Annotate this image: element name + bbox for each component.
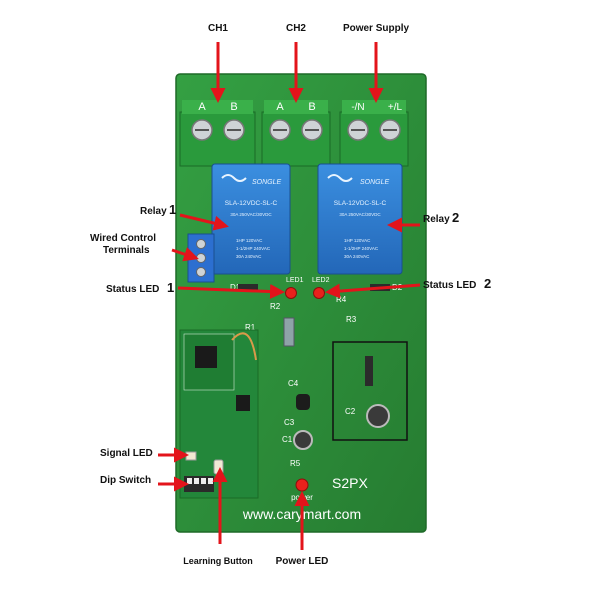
callout-signal-led: Signal LED	[100, 448, 153, 459]
callout-relay-2: Relay	[423, 214, 450, 225]
terminal-block-power	[339, 100, 409, 167]
capacitor-c2	[366, 404, 390, 428]
terminal-label-neg: -/N	[351, 102, 364, 113]
arrow-wired-control	[171, 247, 199, 262]
svg-text:SLA-12VDC-SL-C: SLA-12VDC-SL-C	[225, 200, 278, 207]
terminal-label-b1: B	[230, 101, 237, 113]
relay-2: SONGLE SLA-12VDC-SL-C 30A 250VAC/30VDC 1…	[317, 163, 403, 275]
resistor-r2	[283, 317, 295, 347]
callout-status-led-1-num: 1	[167, 280, 174, 295]
terminal-label-pos: +/L	[388, 102, 403, 113]
callout-status-led-1: Status LED	[106, 284, 159, 295]
capacitor-c1	[293, 430, 313, 450]
board-model: S2PX	[332, 475, 368, 491]
arrow-status-led-2	[325, 283, 421, 299]
power-led	[295, 478, 309, 492]
callout-power-supply: Power Supply	[343, 23, 410, 34]
label-c1: C1	[282, 435, 293, 444]
terminal-label-a1: A	[198, 101, 206, 113]
label-d1: D1	[230, 283, 241, 292]
terminal-block-ch2	[261, 100, 331, 167]
svg-text:SLA-12VDC-SL-C: SLA-12VDC-SL-C	[334, 200, 387, 207]
label-r2: R2	[270, 302, 281, 311]
label-r5: R5	[290, 459, 301, 468]
callout-status-led-2-num: 2	[484, 276, 491, 291]
callout-power-led: Power LED	[276, 556, 329, 567]
arrow-relay-1	[179, 213, 229, 231]
callout-wired-control-line1: Wired Control	[90, 233, 156, 244]
svg-text:1-1/2HP 240VAC: 1-1/2HP 240VAC	[236, 246, 271, 251]
label-r3: R3	[346, 315, 357, 324]
svg-text:1HP 120VAC: 1HP 120VAC	[344, 238, 371, 243]
status-led-2	[313, 287, 325, 299]
callout-wired-control-line2: Terminals	[103, 245, 150, 256]
arrow-status-led-1	[177, 284, 285, 300]
terminal-label-b2: B	[308, 101, 315, 113]
svg-text:1-1/2HP 240VAC: 1-1/2HP 240VAC	[344, 246, 379, 251]
label-c4: C4	[288, 379, 299, 388]
callout-ch1: CH1	[208, 23, 228, 34]
svg-text:30A 250VAC/30VDC: 30A 250VAC/30VDC	[230, 212, 272, 217]
callout-relay-2-num: 2	[452, 210, 459, 225]
label-r1: R1	[245, 323, 256, 332]
callout-status-led-2: Status LED	[423, 280, 476, 291]
svg-text:30A 250VAC/30VDC: 30A 250VAC/30VDC	[339, 212, 381, 217]
callout-relay-1: Relay	[140, 206, 167, 217]
terminal-block-ch1	[179, 100, 256, 167]
svg-text:SONGLE: SONGLE	[360, 179, 390, 186]
svg-text:1HP 120VAC: 1HP 120VAC	[236, 238, 263, 243]
diode-vertical	[365, 356, 373, 386]
callout-ch2: CH2	[286, 23, 306, 34]
svg-text:30A 240VAC: 30A 240VAC	[236, 254, 262, 259]
dip-switch	[184, 476, 214, 492]
label-r4: R4	[336, 295, 347, 304]
terminal-label-a2: A	[276, 101, 284, 113]
callout-relay-1-num: 1	[169, 202, 176, 217]
callout-dip-switch: Dip Switch	[100, 475, 151, 486]
status-led-1	[285, 287, 297, 299]
signal-led	[185, 451, 197, 461]
power-section-outline	[332, 341, 408, 441]
callout-learning-button: Learning Button	[183, 556, 253, 566]
diode-d1	[238, 284, 258, 291]
inductor	[296, 394, 310, 410]
label-led2: LED2	[312, 277, 330, 284]
relay-1: SONGLE SLA-12VDC-SL-C 30A 250VAC/30VDC 1…	[211, 163, 291, 275]
label-c2: C2	[345, 407, 356, 416]
label-c3: C3	[284, 418, 295, 427]
svg-text:SONGLE: SONGLE	[252, 179, 282, 186]
label-led1: LED1	[286, 277, 304, 284]
svg-text:30A 240VAC: 30A 240VAC	[344, 254, 370, 259]
